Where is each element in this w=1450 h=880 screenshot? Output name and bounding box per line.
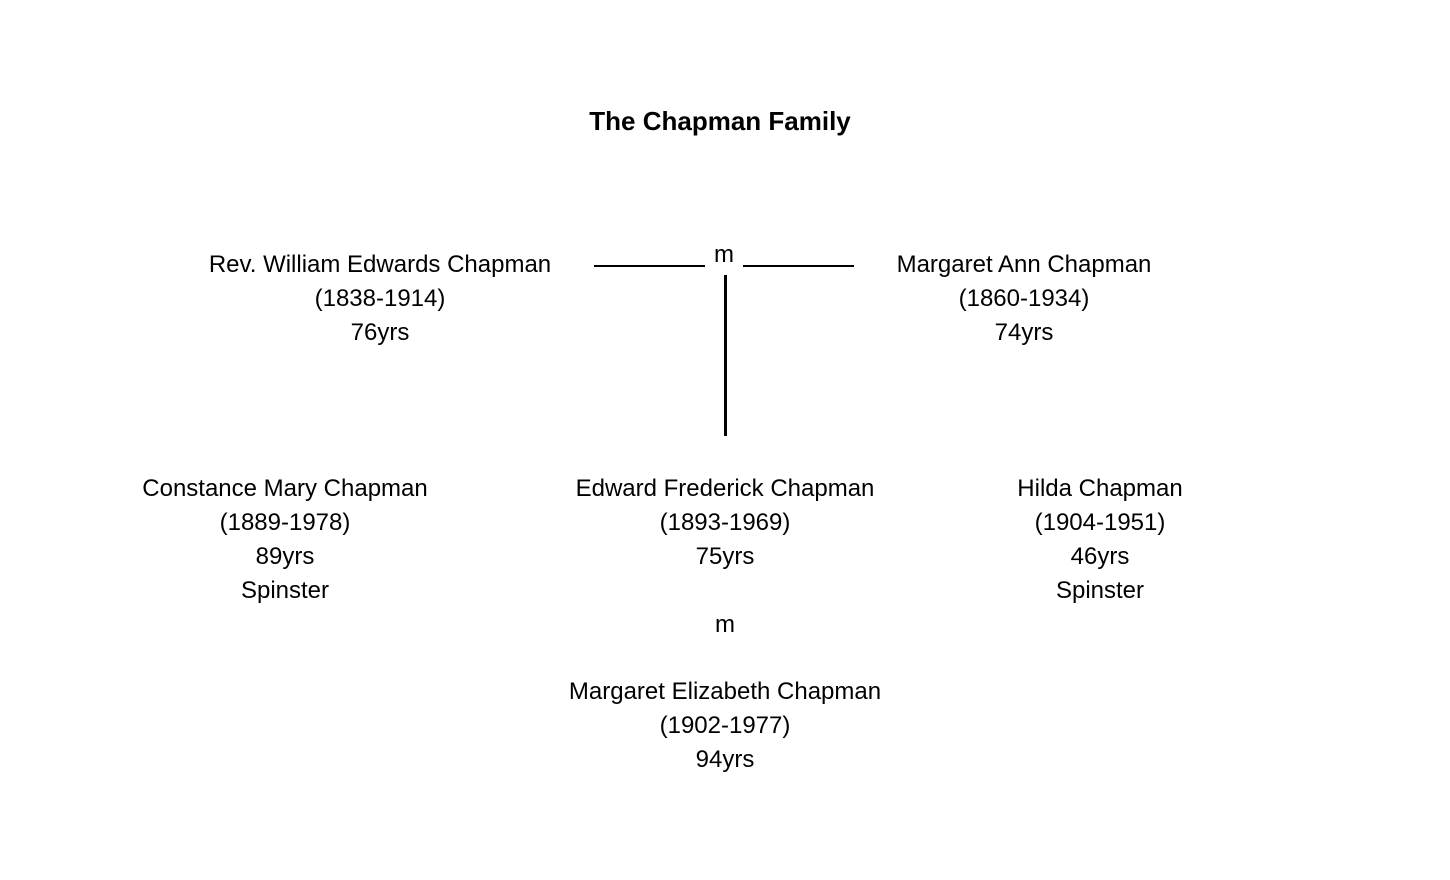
person-name: Margaret Elizabeth Chapman [568,678,882,705]
person-dates: (1902-1977) [659,712,791,739]
person-age: 75yrs [695,543,755,570]
person-dates: (1904-1951) [1034,509,1166,536]
marriage-label: m [714,241,734,268]
family-tree-title: The Chapman Family [589,106,851,136]
person-age: 94yrs [695,746,755,773]
person-dates: (1889-1978) [219,509,351,536]
person-name: Margaret Ann Chapman [896,251,1152,278]
person-dates: (1893-1969) [659,509,791,536]
person-name: Edward Frederick Chapman [575,475,875,502]
person-child-constance: Constance Mary Chapman (1889-1978) 89yrs… [75,472,495,608]
person-spouse-margaret-elizabeth: Margaret Elizabeth Chapman (1902-1977) 9… [515,675,935,777]
person-name: Hilda Chapman [1017,475,1183,502]
person-dates: (1860-1934) [958,285,1090,312]
person-status: Spinster [1055,577,1145,604]
person-name: Rev. William Edwards Chapman [208,251,552,278]
person-age: 46yrs [1070,543,1130,570]
descent-line [724,275,727,436]
spouse-marriage-label: m [715,611,735,638]
person-age: 74yrs [994,319,1054,346]
person-status: Spinster [240,577,330,604]
marriage-line-left [594,265,705,267]
person-age: 89yrs [255,543,315,570]
person-child-hilda: Hilda Chapman (1904-1951) 46yrs Spinster [890,472,1310,608]
person-child-edward: Edward Frederick Chapman (1893-1969) 75y… [515,472,935,574]
person-name: Constance Mary Chapman [142,475,428,502]
person-dates: (1838-1914) [314,285,446,312]
person-father: Rev. William Edwards Chapman (1838-1914)… [170,248,590,350]
person-mother: Margaret Ann Chapman (1860-1934) 74yrs [814,248,1234,350]
marriage-line-right [743,265,854,267]
person-age: 76yrs [350,319,410,346]
